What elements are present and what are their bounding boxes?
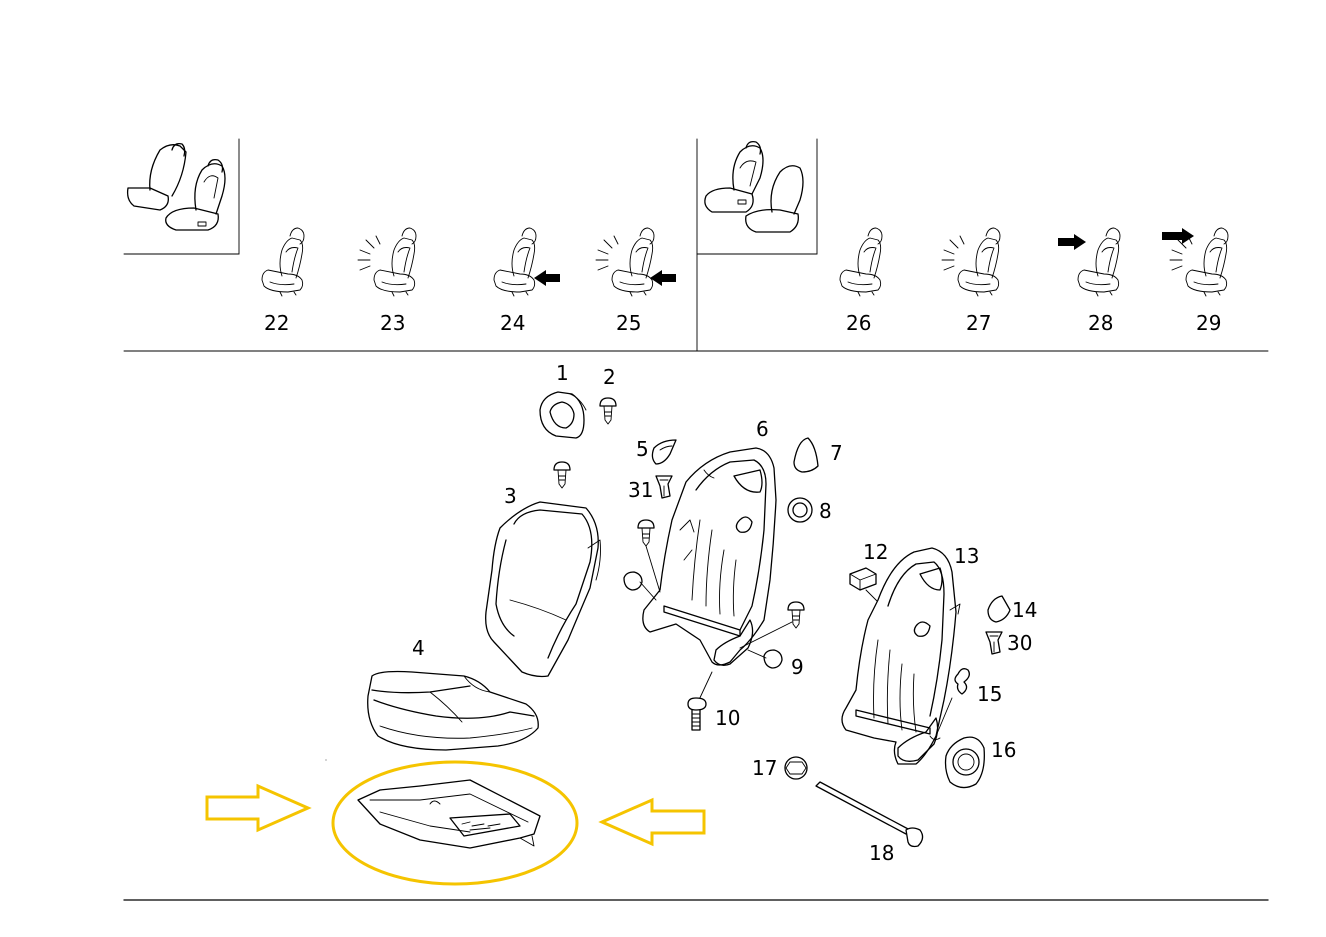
part-label-16: 16 xyxy=(991,738,1016,762)
part-4-seat-cushion-cover[interactable] xyxy=(367,670,539,751)
variant-code-26: 26 xyxy=(846,311,871,335)
part-label-14: 14 xyxy=(1012,598,1037,622)
variant-23: 23 xyxy=(357,227,417,335)
part-label-2: 2 xyxy=(603,365,616,389)
reference-seats-right xyxy=(704,140,804,233)
part-8-grommet[interactable] xyxy=(787,497,813,523)
part-7-cap[interactable] xyxy=(793,437,819,473)
variant-22: 22 xyxy=(261,227,305,335)
variant-code-28: 28 xyxy=(1088,311,1113,335)
part-label-31: 31 xyxy=(628,478,653,502)
part-label-12: 12 xyxy=(863,540,888,564)
part-15-spring[interactable] xyxy=(929,668,970,741)
variant-header: 22 23 24 25 26 27 28 xyxy=(123,138,1269,352)
part-5-cap[interactable] xyxy=(651,439,677,465)
variant-code-29: 29 xyxy=(1196,311,1221,335)
part-1-headrest-cushion[interactable] xyxy=(539,391,587,439)
part-label-7: 7 xyxy=(830,441,843,465)
part-label-8: 8 xyxy=(819,499,832,523)
variant-28: 28 xyxy=(1058,227,1121,335)
seat-base-tray[interactable] xyxy=(357,779,541,849)
part-label-13: 13 xyxy=(954,544,979,568)
part-labels: 1 2 3 4 5 6 7 8 9 10 12 13 14 15 16 17 1… xyxy=(412,361,1037,865)
variant-27: 27 xyxy=(941,227,1001,335)
part-10-bolt[interactable] xyxy=(687,671,713,731)
highlight-arrow-right-icon xyxy=(205,783,312,833)
part-label-17: 17 xyxy=(752,756,777,780)
variant-24: 24 xyxy=(493,227,560,335)
variant-26: 26 xyxy=(839,227,883,335)
part-label-30: 30 xyxy=(1007,631,1032,655)
part-3-backrest-cover[interactable] xyxy=(485,461,601,678)
part-16-mounting-plate[interactable] xyxy=(944,736,985,789)
arrow-left-icon xyxy=(534,270,560,286)
part-12-connector[interactable] xyxy=(849,567,881,605)
part-label-5: 5 xyxy=(636,437,649,461)
part-label-1: 1 xyxy=(556,361,569,385)
exploded-view xyxy=(325,391,1011,849)
part-6-backrest-frame[interactable] xyxy=(623,447,805,669)
variant-code-24: 24 xyxy=(500,311,525,335)
highlight-ellipse xyxy=(331,760,579,886)
part-2-clip[interactable] xyxy=(599,397,617,425)
variant-code-27: 27 xyxy=(966,311,991,335)
part-label-4: 4 xyxy=(412,636,425,660)
reference-seats-left xyxy=(126,142,226,231)
part-label-15: 15 xyxy=(977,682,1002,706)
part-30-clip[interactable] xyxy=(985,631,1003,655)
variant-code-22: 22 xyxy=(264,311,289,335)
variant-code-25: 25 xyxy=(616,311,641,335)
part-label-6: 6 xyxy=(756,417,769,441)
part-label-18: 18 xyxy=(869,841,894,865)
part-18-rod[interactable] xyxy=(815,781,924,848)
part-label-3: 3 xyxy=(504,484,517,508)
part-14-cap[interactable] xyxy=(987,595,1011,623)
variant-25: 25 xyxy=(595,227,676,335)
arrow-right-icon xyxy=(1162,228,1194,244)
part-17-nut[interactable] xyxy=(784,756,808,780)
part-label-9: 9 xyxy=(791,655,804,679)
part-label-10: 10 xyxy=(715,706,740,730)
highlight-annotation xyxy=(205,760,706,886)
variant-code-23: 23 xyxy=(380,311,405,335)
part-31-clip[interactable] xyxy=(655,475,673,499)
arrow-left-icon xyxy=(650,270,676,286)
arrow-right-icon xyxy=(1058,234,1086,250)
variant-29: 29 xyxy=(1162,227,1229,335)
highlight-arrow-left-icon xyxy=(598,797,706,847)
